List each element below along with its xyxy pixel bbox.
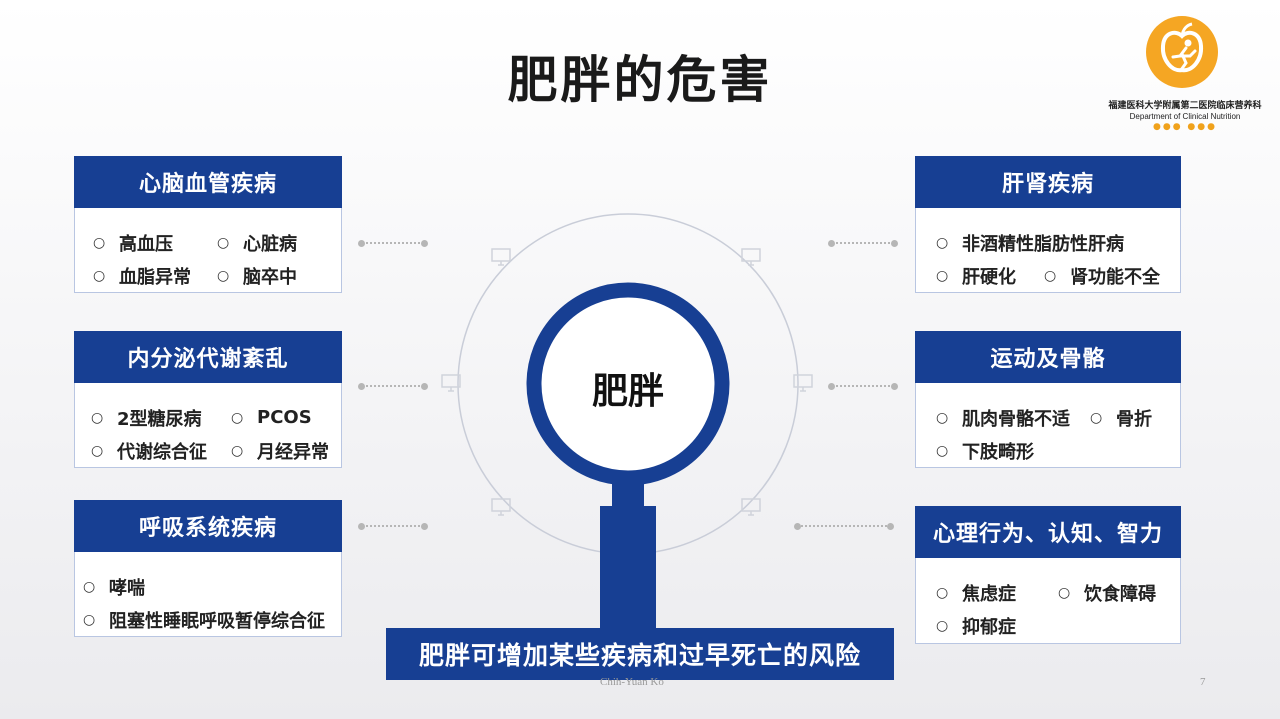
list-item: ○月经异常: [231, 441, 329, 463]
bullet-icon: ○: [936, 409, 949, 426]
card-body: ○焦虑症 ○饮食障碍 ○抑郁症: [915, 558, 1181, 644]
card-row: ○肝硬化 ○肾功能不全: [936, 259, 1180, 292]
bullet-icon: ○: [936, 442, 949, 459]
card-row: ○血脂异常 ○脑卒中: [93, 259, 341, 292]
card-body: ○高血压 ○心脏病 ○血脂异常 ○脑卒中: [74, 208, 342, 293]
connector-motor: [828, 383, 898, 390]
bullet-icon: ○: [936, 617, 949, 634]
card-row: ○阻塞性睡眠呼吸暂停综合征: [83, 603, 341, 636]
apple-runner-icon: [1146, 16, 1218, 88]
card-title: 心脑血管疾病: [74, 156, 342, 208]
list-item: ○肝硬化: [936, 266, 1016, 288]
card-row: ○焦虑症 ○饮食障碍: [936, 576, 1180, 609]
card-respiratory: 呼吸系统疾病 ○哮喘 ○阻塞性睡眠呼吸暂停综合征: [74, 500, 342, 637]
page-number: 7: [1200, 676, 1206, 688]
bullet-icon: ○: [91, 409, 104, 426]
card-row: ○代谢综合征 ○月经异常: [91, 434, 341, 467]
hospital-logo: 福建医科大学附属第二医院临床营养科 Department of Clinical…: [1100, 14, 1270, 134]
list-item: ○肌肉骨骼不适: [936, 408, 1070, 430]
list-item: ○肾功能不全: [1044, 266, 1160, 288]
logo-dots: ●●● ●●●: [1153, 122, 1217, 132]
list-item: ○抑郁症: [936, 616, 1016, 638]
card-row: ○抑郁症: [936, 609, 1180, 642]
card-row: ○2型糖尿病 ○PCOS: [91, 401, 341, 434]
card-cardiovascular: 心脑血管疾病 ○高血压 ○心脏病 ○血脂异常 ○脑卒中: [74, 156, 342, 293]
list-item: ○代谢综合征: [91, 441, 207, 463]
list-item: ○阻塞性睡眠呼吸暂停综合征: [83, 610, 325, 632]
monitor-icon: [491, 248, 511, 266]
card-liver-kidney: 肝肾疾病 ○非酒精性脂肪性肝病 ○肝硬化 ○肾功能不全: [915, 156, 1181, 293]
list-item: ○高血压: [93, 233, 173, 255]
card-title: 心理行为、认知、智力: [915, 506, 1181, 558]
list-item: ○饮食障碍: [1058, 583, 1156, 605]
monitor-icon: [741, 498, 761, 516]
card-psychology: 心理行为、认知、智力 ○焦虑症 ○饮食障碍 ○抑郁症: [915, 506, 1181, 644]
list-item: ○非酒精性脂肪性肝病: [936, 233, 1124, 255]
monitor-icon: [441, 374, 461, 392]
connector-resp: [358, 523, 428, 530]
bullet-icon: ○: [936, 234, 949, 251]
bullet-icon: ○: [1044, 267, 1057, 284]
card-row: ○高血压 ○心脏病: [93, 226, 341, 259]
logo-name-en: Department of Clinical Nutrition: [1129, 112, 1241, 121]
magnifier-lens: [526, 282, 730, 486]
list-item: ○骨折: [1090, 408, 1152, 430]
list-item: ○脑卒中: [217, 266, 297, 288]
list-item: ○心脏病: [217, 233, 297, 255]
bullet-icon: ○: [231, 442, 244, 459]
list-item: ○PCOS: [231, 407, 312, 428]
bullet-icon: ○: [217, 267, 230, 284]
list-item: ○血脂异常: [93, 266, 191, 288]
bullet-icon: ○: [93, 267, 106, 284]
connector-endo: [358, 383, 428, 390]
slide-title: 肥胖的危害: [507, 51, 773, 109]
card-body: ○肌肉骨骼不适 ○骨折 ○下肢畸形: [915, 383, 1181, 468]
footer-author: Chih-Yuan Ko: [600, 676, 664, 688]
monitor-icon: [793, 374, 813, 392]
card-body: ○2型糖尿病 ○PCOS ○代谢综合征 ○月经异常: [74, 383, 342, 468]
card-title: 肝肾疾病: [915, 156, 1181, 208]
card-body: ○哮喘 ○阻塞性睡眠呼吸暂停综合征: [74, 552, 342, 637]
bullet-icon: ○: [231, 409, 244, 426]
bullet-icon: ○: [1058, 584, 1071, 601]
bullet-icon: ○: [91, 442, 104, 459]
bullet-icon: ○: [93, 234, 106, 251]
conclusion-banner: 肥胖可增加某些疾病和过早死亡的风险: [386, 628, 894, 680]
card-row: ○肌肉骨骼不适 ○骨折: [936, 401, 1180, 434]
center-label: 肥胖: [591, 371, 664, 412]
list-item: ○哮喘: [83, 577, 145, 599]
magnifier-neck: [612, 484, 644, 508]
card-row: ○下肢畸形: [936, 434, 1180, 467]
bullet-icon: ○: [936, 584, 949, 601]
list-item: ○2型糖尿病: [91, 408, 202, 430]
connector-psych: [794, 523, 894, 530]
connector-cardio: [358, 240, 428, 247]
magnifier-handle: [600, 506, 656, 630]
monitor-icon: [741, 248, 761, 266]
monitor-icon: [491, 498, 511, 516]
bullet-icon: ○: [83, 611, 96, 628]
bullet-icon: ○: [217, 234, 230, 251]
list-item: ○下肢畸形: [936, 441, 1034, 463]
card-row: ○非酒精性脂肪性肝病: [936, 226, 1180, 259]
card-title: 运动及骨骼: [915, 331, 1181, 383]
card-endocrine: 内分泌代谢紊乱 ○2型糖尿病 ○PCOS ○代谢综合征 ○月经异常: [74, 331, 342, 468]
list-item: ○焦虑症: [936, 583, 1016, 605]
connector-liver: [828, 240, 898, 247]
card-row: ○哮喘: [83, 570, 341, 603]
card-title: 呼吸系统疾病: [74, 500, 342, 552]
bullet-icon: ○: [936, 267, 949, 284]
card-motor-skeletal: 运动及骨骼 ○肌肉骨骼不适 ○骨折 ○下肢畸形: [915, 331, 1181, 468]
card-title: 内分泌代谢紊乱: [74, 331, 342, 383]
bullet-icon: ○: [83, 578, 96, 595]
card-body: ○非酒精性脂肪性肝病 ○肝硬化 ○肾功能不全: [915, 208, 1181, 293]
logo-name-cn: 福建医科大学附属第二医院临床营养科: [1108, 101, 1262, 111]
bullet-icon: ○: [1090, 409, 1103, 426]
